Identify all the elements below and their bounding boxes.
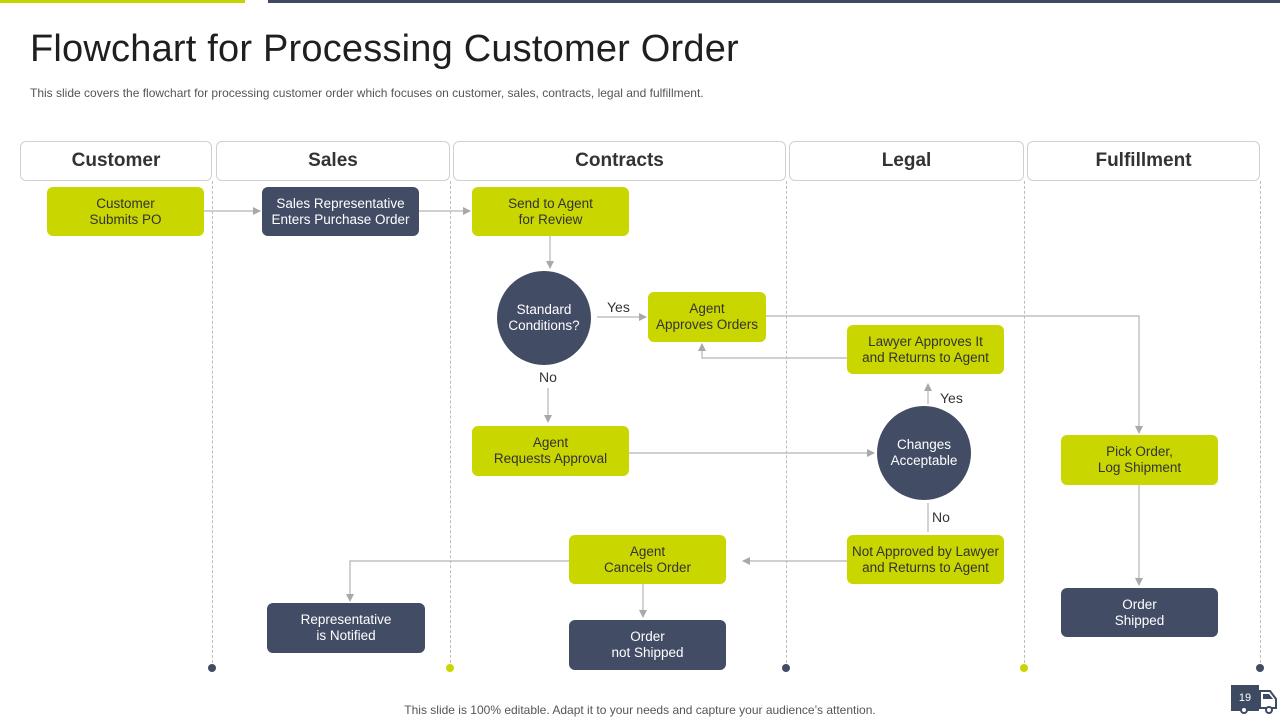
arrow-cancels-to-notified [346,560,569,602]
node-representative-notified: Representative is Notified [267,603,425,653]
node-agent-requests-approval: Agent Requests Approval [472,426,629,476]
lane-divider [212,181,213,668]
slide-title: Flowchart for Processing Customer Order [30,28,739,70]
lane-end-dot [1256,664,1264,672]
decision-changes-acceptable: Changes Acceptable [877,406,971,500]
lane-header-sales: Sales [216,141,450,181]
slide-subtitle: This slide covers the flowchart for proc… [30,86,704,100]
node-agent-cancels-order: Agent Cancels Order [569,535,726,584]
lane-divider [1024,181,1025,668]
lane-divider [786,181,787,668]
lane-divider [1260,181,1261,668]
lane-header-contracts: Contracts [453,141,786,181]
node-customer-submits-po: Customer Submits PO [47,187,204,236]
top-accent-bar-navy [268,0,1280,3]
lane-header-customer: Customer [20,141,212,181]
node-not-approved-by-lawyer: Not Approved by Lawyer and Returns to Ag… [847,535,1004,584]
lane-end-dot [208,664,216,672]
lane-header-legal: Legal [789,141,1024,181]
node-agent-approves: Agent Approves Orders [648,292,766,342]
edge-label-standard-yes: Yes [607,299,630,315]
top-accent-bar-lime [0,0,245,3]
node-send-to-agent: Send to Agent for Review [472,187,629,236]
node-sales-enters-order: Sales Representative Enters Purchase Ord… [262,187,419,236]
lane-header-fulfillment: Fulfillment [1027,141,1260,181]
lane-end-dot [1020,664,1028,672]
edge-label-changes-no: No [932,509,950,525]
decision-standard-conditions: Standard Conditions? [497,271,591,365]
edge-label-standard-no: No [539,369,557,385]
lane-end-dot [446,664,454,672]
slide-footer-note: This slide is 100% editable. Adapt it to… [404,703,876,717]
node-lawyer-approves: Lawyer Approves It and Returns to Agent [847,325,1004,374]
arrow-lawyer-to-agent [698,343,847,359]
node-order-shipped: Order Shipped [1061,588,1218,637]
node-pick-order: Pick Order, Log Shipment [1061,435,1218,485]
delivery-truck-icon [1240,690,1277,714]
node-order-not-shipped: Order not Shipped [569,620,726,670]
lane-end-dot [782,664,790,672]
lane-divider [450,181,451,668]
edge-label-changes-yes: Yes [940,390,963,406]
arrow-agent-to-pick [766,315,1143,434]
